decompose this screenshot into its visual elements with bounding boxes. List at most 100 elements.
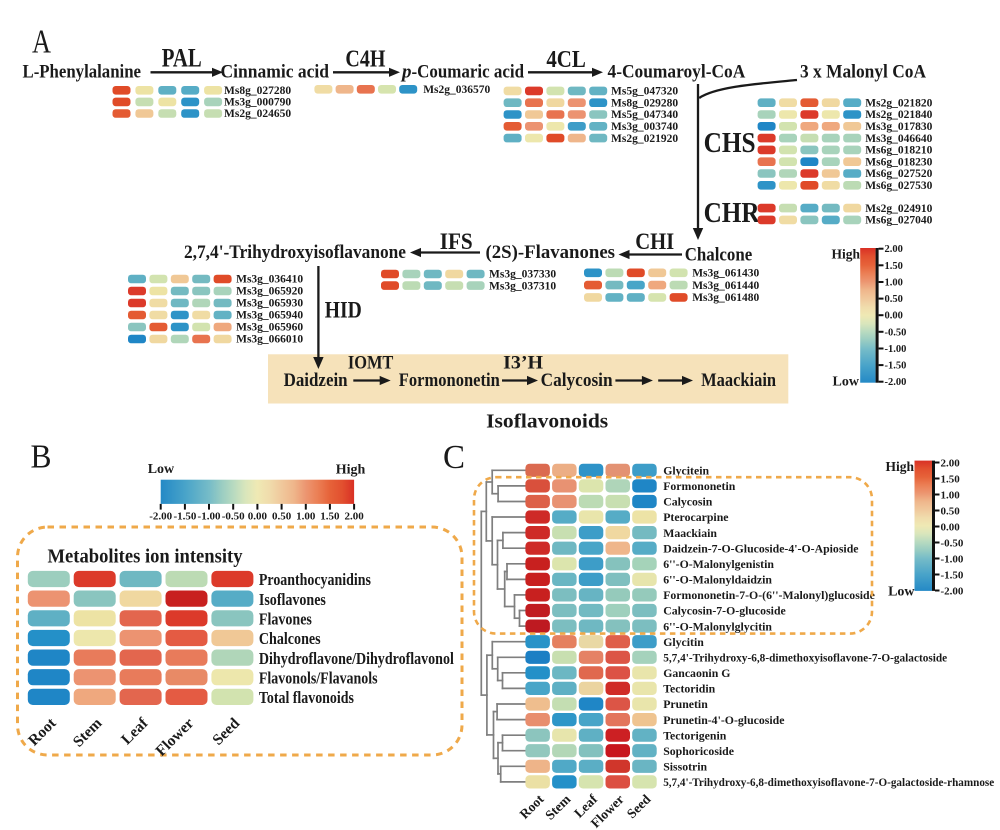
svg-text:Ms3g_065920: Ms3g_065920: [236, 286, 303, 298]
svg-text:Ms2g_021840: Ms2g_021840: [865, 109, 932, 121]
svg-text:High: High: [886, 459, 915, 474]
svg-text:CHI: CHI: [635, 229, 674, 254]
svg-text:Low: Low: [888, 585, 915, 600]
svg-text:Maackiain: Maackiain: [701, 370, 776, 391]
svg-text:-2.00: -2.00: [885, 377, 907, 388]
svg-text:0.50: 0.50: [272, 511, 292, 523]
svg-text:HID: HID: [325, 298, 362, 323]
svg-text:Daidzein: Daidzein: [284, 370, 348, 391]
svg-text:-1.00: -1.00: [885, 344, 907, 355]
svg-text:-1.50: -1.50: [941, 569, 964, 581]
svg-text:Ms6g_018210: Ms6g_018210: [865, 145, 932, 157]
svg-text:Ms3g_061440: Ms3g_061440: [692, 280, 759, 292]
svg-text:Ms3g_036410: Ms3g_036410: [236, 274, 303, 286]
svg-text:C4H: C4H: [345, 47, 385, 73]
svg-text:PAL: PAL: [162, 44, 202, 73]
svg-text:Glycitin: Glycitin: [663, 635, 704, 649]
svg-text:Ms2g_024650: Ms2g_024650: [224, 108, 291, 120]
svg-text:Ms3g_065930: Ms3g_065930: [236, 298, 303, 310]
svg-text:IOMT: IOMT: [348, 353, 394, 374]
svg-text:3 x Malonyl CoA: 3 x Malonyl CoA: [800, 62, 926, 83]
svg-text:High: High: [336, 463, 366, 478]
svg-text:1.50: 1.50: [885, 261, 903, 272]
svg-text:Ms3g_061430: Ms3g_061430: [692, 268, 759, 280]
svg-text:Ms3g_066010: Ms3g_066010: [236, 334, 303, 346]
svg-text:p: p: [400, 62, 412, 83]
svg-text:Ms3g_046640: Ms3g_046640: [865, 133, 932, 145]
svg-text:Formononetin-7-O-(6''-Malonyl): Formononetin-7-O-(6''-Malonyl)glucoside: [663, 588, 875, 602]
svg-text:(2S)-Flavanones: (2S)-Flavanones: [486, 242, 616, 263]
svg-text:Ms2g_021920: Ms2g_021920: [611, 133, 678, 145]
svg-text:Tectoridin: Tectoridin: [663, 682, 715, 696]
svg-text:Low: Low: [833, 375, 860, 390]
svg-text:-0.50: -0.50: [941, 537, 964, 549]
svg-text:0.50: 0.50: [885, 294, 903, 305]
svg-text:1.50: 1.50: [941, 473, 961, 485]
svg-text:-1.50: -1.50: [173, 511, 196, 523]
svg-text:Ms3g_000790: Ms3g_000790: [224, 97, 291, 109]
svg-text:Glycitein: Glycitein: [663, 464, 709, 478]
svg-text:Ms3g_065940: Ms3g_065940: [236, 310, 303, 322]
svg-text:-1.00: -1.00: [198, 511, 221, 523]
svg-text:Metabolites ion intensity: Metabolites ion intensity: [48, 546, 243, 568]
svg-text:6''-O-Malonylglycitin: 6''-O-Malonylglycitin: [663, 619, 772, 633]
svg-text:Formononetin: Formononetin: [663, 479, 736, 493]
svg-text:Isoflavonoids: Isoflavonoids: [486, 411, 608, 433]
svg-text:-1.00: -1.00: [941, 553, 964, 565]
svg-text:Ms6g_027040: Ms6g_027040: [865, 215, 932, 227]
svg-text:Flavones: Flavones: [259, 610, 312, 629]
svg-text:1.00: 1.00: [941, 489, 961, 501]
svg-text:-0.50: -0.50: [885, 327, 907, 338]
svg-text:2.00: 2.00: [344, 511, 364, 523]
svg-text:Ms6g_027520: Ms6g_027520: [865, 168, 932, 180]
svg-text:Calycosin: Calycosin: [663, 495, 713, 509]
svg-text:Low: Low: [148, 462, 175, 477]
svg-text:High: High: [832, 247, 861, 262]
svg-text:Dihydroflavone/Dihydroflavonol: Dihydroflavone/Dihydroflavonol: [259, 649, 454, 668]
svg-text:Ms6g_018230: Ms6g_018230: [865, 156, 932, 168]
svg-text:Ms2g_021820: Ms2g_021820: [865, 97, 932, 109]
svg-text:0.50: 0.50: [941, 505, 961, 517]
svg-text:5,7,4'-Trihydroxy-6,8-dimethox: 5,7,4'-Trihydroxy-6,8-dimethoxyisoflavon…: [663, 651, 947, 665]
svg-text:A: A: [32, 24, 51, 61]
svg-text:Ms2g_036570: Ms2g_036570: [423, 84, 490, 96]
svg-text:-2.00: -2.00: [941, 585, 964, 597]
svg-text:I3’H: I3’H: [503, 353, 543, 374]
svg-text:Gancaonin G: Gancaonin G: [663, 666, 730, 680]
svg-text:Prunetin: Prunetin: [663, 697, 708, 711]
svg-text:-Coumaric acid: -Coumaric acid: [412, 62, 525, 83]
svg-text:Maackiain: Maackiain: [663, 526, 717, 540]
svg-text:Chalcones: Chalcones: [259, 629, 321, 648]
svg-text:0.00: 0.00: [248, 511, 268, 523]
svg-text:Calycosin-7-O-glucoside: Calycosin-7-O-glucoside: [663, 604, 786, 618]
svg-text:Cinnamic acid: Cinnamic acid: [221, 62, 330, 83]
svg-text:Prunetin-4'-O-glucoside: Prunetin-4'-O-glucoside: [663, 713, 784, 727]
svg-text:Ms3g_065960: Ms3g_065960: [236, 322, 303, 334]
svg-text:Daidzein-7-O-Glucoside-4'-O-Ap: Daidzein-7-O-Glucoside-4'-O-Apioside: [663, 541, 858, 555]
svg-text:Ms3g_037330: Ms3g_037330: [489, 269, 556, 281]
svg-text:Ms5g_047340: Ms5g_047340: [611, 109, 678, 121]
svg-text:C: C: [443, 439, 465, 476]
svg-text:2,7,4'-Trihydroxyisoflavanone: 2,7,4'-Trihydroxyisoflavanone: [184, 242, 406, 263]
svg-text:Formononetin: Formononetin: [399, 370, 500, 391]
svg-text:CHS: CHS: [704, 128, 756, 159]
svg-text:6''-O-Malonylgenistin: 6''-O-Malonylgenistin: [663, 557, 774, 571]
svg-text:Flavonols/Flavanols: Flavonols/Flavanols: [259, 668, 378, 687]
svg-text:Chalcone: Chalcone: [685, 245, 753, 266]
svg-text:Calycosin: Calycosin: [541, 370, 613, 391]
svg-text:B: B: [31, 439, 52, 476]
svg-text:Ms3g_003740: Ms3g_003740: [611, 121, 678, 133]
svg-text:0.00: 0.00: [941, 521, 961, 533]
svg-text:Total flavonoids: Total flavonoids: [259, 688, 354, 707]
svg-text:Sissotrin: Sissotrin: [663, 760, 707, 774]
svg-text:L-Phenylalanine: L-Phenylalanine: [23, 62, 142, 83]
svg-text:Ms3g_037310: Ms3g_037310: [489, 280, 556, 292]
svg-text:Ms3g_061480: Ms3g_061480: [692, 292, 759, 304]
svg-text:1.50: 1.50: [320, 511, 340, 523]
svg-text:Tectorigenin: Tectorigenin: [663, 728, 727, 742]
svg-text:2.00: 2.00: [941, 457, 961, 469]
svg-text:Ms6g_027530: Ms6g_027530: [865, 180, 932, 192]
svg-text:4CL: 4CL: [546, 47, 586, 73]
svg-text:IFS: IFS: [440, 229, 473, 254]
svg-text:6''-O-Malonyldaidzin: 6''-O-Malonyldaidzin: [663, 573, 772, 587]
